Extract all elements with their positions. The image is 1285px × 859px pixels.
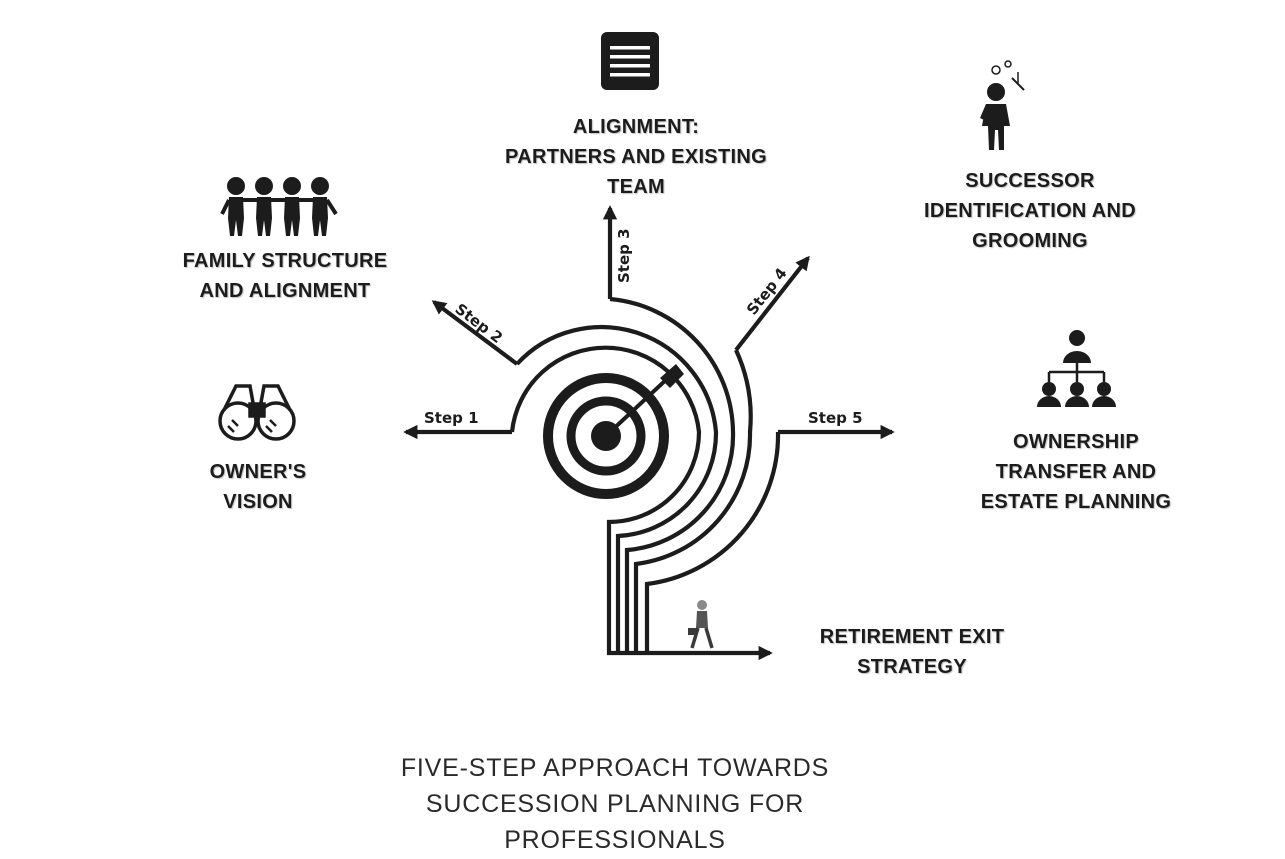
track-2 bbox=[515, 324, 719, 653]
step-arrows bbox=[403, 205, 895, 440]
track-4 bbox=[633, 349, 753, 653]
exit-title: RETIREMENT EXIT STRATEGY bbox=[819, 626, 1005, 678]
step1-label: Step 1 bbox=[424, 409, 479, 427]
document-list-icon bbox=[601, 32, 659, 90]
org-chart-icon bbox=[1037, 330, 1116, 407]
diagram-caption: FIVE-STEP APPROACH TOWARDS SUCCESSION PL… bbox=[400, 754, 830, 854]
step5-label: Step 5 bbox=[808, 409, 863, 427]
track-3 bbox=[609, 296, 736, 653]
spiral-tracks bbox=[509, 296, 781, 661]
step1-title: OWNER'S VISION bbox=[209, 461, 307, 513]
thinking-person-icon bbox=[980, 60, 1025, 150]
step2-arrow bbox=[431, 300, 519, 366]
track-1 bbox=[509, 345, 773, 661]
step5-title: OWNERSHIP TRANSFER AND ESTATE PLANNING bbox=[980, 431, 1172, 513]
step3-title: ALIGNMENT: PARTNERS AND EXISTING TEAM bbox=[505, 116, 767, 198]
track-5 bbox=[644, 431, 781, 653]
step4-arrow bbox=[734, 255, 810, 352]
step2-title: FAMILY STRUCTURE AND ALIGNMENT bbox=[182, 250, 388, 302]
people-holding-hands-icon bbox=[220, 177, 338, 236]
binoculars-icon bbox=[218, 384, 296, 441]
target-with-arrow-icon bbox=[543, 364, 684, 499]
walking-businessman-icon bbox=[688, 600, 714, 649]
step3-label: Step 3 bbox=[615, 228, 633, 283]
step4-title: SUCCESSOR IDENTIFICATION AND GROOMING bbox=[923, 170, 1137, 252]
